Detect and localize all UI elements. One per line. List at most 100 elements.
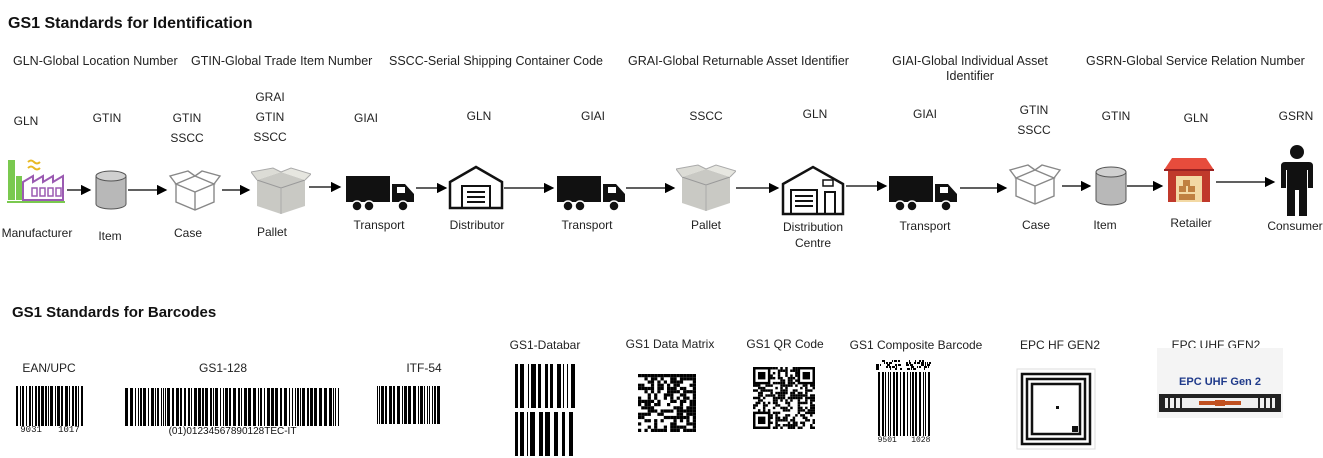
module — [910, 364, 913, 366]
module — [770, 416, 773, 420]
bar — [408, 386, 411, 424]
module — [807, 419, 811, 422]
module — [772, 396, 776, 400]
module — [805, 406, 808, 410]
finder-pattern — [757, 416, 766, 425]
module — [772, 367, 776, 370]
module — [780, 379, 783, 382]
module — [670, 425, 674, 429]
truck-icon — [557, 176, 625, 212]
truck-icon — [889, 176, 957, 212]
module — [686, 377, 690, 381]
module — [810, 384, 813, 387]
barcode-label-epc-hf-gen2: EPC HF GEN2 — [1019, 338, 1100, 352]
module — [689, 409, 693, 413]
module — [886, 366, 888, 368]
module — [802, 394, 806, 397]
bar — [377, 386, 378, 424]
module — [810, 396, 813, 400]
module — [782, 369, 786, 372]
label-transport-3: Transport — [899, 219, 951, 233]
box-icon — [168, 170, 222, 211]
item-cylinder-icon — [95, 170, 127, 210]
module — [785, 414, 788, 417]
module — [810, 404, 813, 407]
bar — [925, 372, 926, 436]
module — [921, 362, 924, 364]
module — [647, 399, 651, 403]
module — [683, 415, 687, 420]
module — [657, 386, 661, 391]
module — [775, 396, 778, 400]
module — [777, 369, 781, 372]
bar — [253, 388, 256, 426]
bar — [424, 386, 425, 424]
module — [641, 415, 645, 420]
module — [670, 380, 674, 384]
module — [810, 406, 813, 410]
module — [792, 421, 796, 425]
module — [753, 406, 756, 410]
module — [676, 374, 680, 378]
module — [650, 428, 655, 432]
module — [800, 409, 803, 412]
module — [802, 401, 806, 405]
bar — [65, 386, 68, 426]
bar — [915, 372, 917, 436]
module — [795, 396, 798, 400]
module — [876, 366, 879, 368]
bar — [333, 388, 334, 426]
standards-distribution-centre: GLN — [802, 107, 828, 121]
module — [787, 396, 791, 400]
module — [802, 414, 806, 417]
module — [785, 416, 788, 420]
bar — [176, 388, 179, 426]
bar — [188, 388, 190, 426]
barcode-label-ean-upc: EAN/UPC — [22, 361, 76, 375]
label-pallet-2: Pallet — [690, 218, 722, 232]
module — [795, 384, 798, 387]
module — [795, 379, 798, 382]
module — [657, 412, 661, 416]
module — [676, 383, 680, 387]
module — [757, 386, 761, 390]
bar — [434, 386, 436, 424]
module — [673, 419, 677, 423]
module — [692, 399, 696, 403]
barcode-label-gs1-databar: GS1-Databar — [509, 338, 581, 352]
module — [755, 389, 758, 392]
bar — [297, 388, 299, 426]
module — [692, 419, 696, 423]
module — [679, 419, 684, 423]
gs1-databar-barcode — [515, 364, 575, 456]
module — [928, 366, 929, 368]
module — [647, 380, 651, 384]
module — [772, 399, 776, 402]
module — [676, 390, 680, 394]
bar — [78, 386, 79, 426]
module — [638, 383, 642, 387]
module — [673, 406, 677, 410]
module — [676, 415, 680, 420]
module — [780, 391, 783, 395]
module — [772, 411, 776, 415]
module — [807, 411, 811, 415]
module — [686, 428, 690, 432]
bar — [57, 386, 60, 426]
module — [638, 422, 642, 426]
module — [679, 425, 684, 429]
module — [787, 401, 791, 405]
bar — [284, 388, 287, 426]
itf-54-barcode — [377, 386, 440, 424]
bar — [26, 386, 27, 426]
module — [689, 399, 693, 403]
module — [765, 389, 768, 392]
module — [692, 422, 696, 426]
module — [770, 384, 773, 387]
module — [889, 366, 891, 368]
module — [895, 368, 897, 370]
module — [906, 362, 908, 364]
module — [887, 364, 890, 366]
label-manufacturer: Manufacturer — [1, 226, 73, 240]
module — [907, 368, 910, 370]
